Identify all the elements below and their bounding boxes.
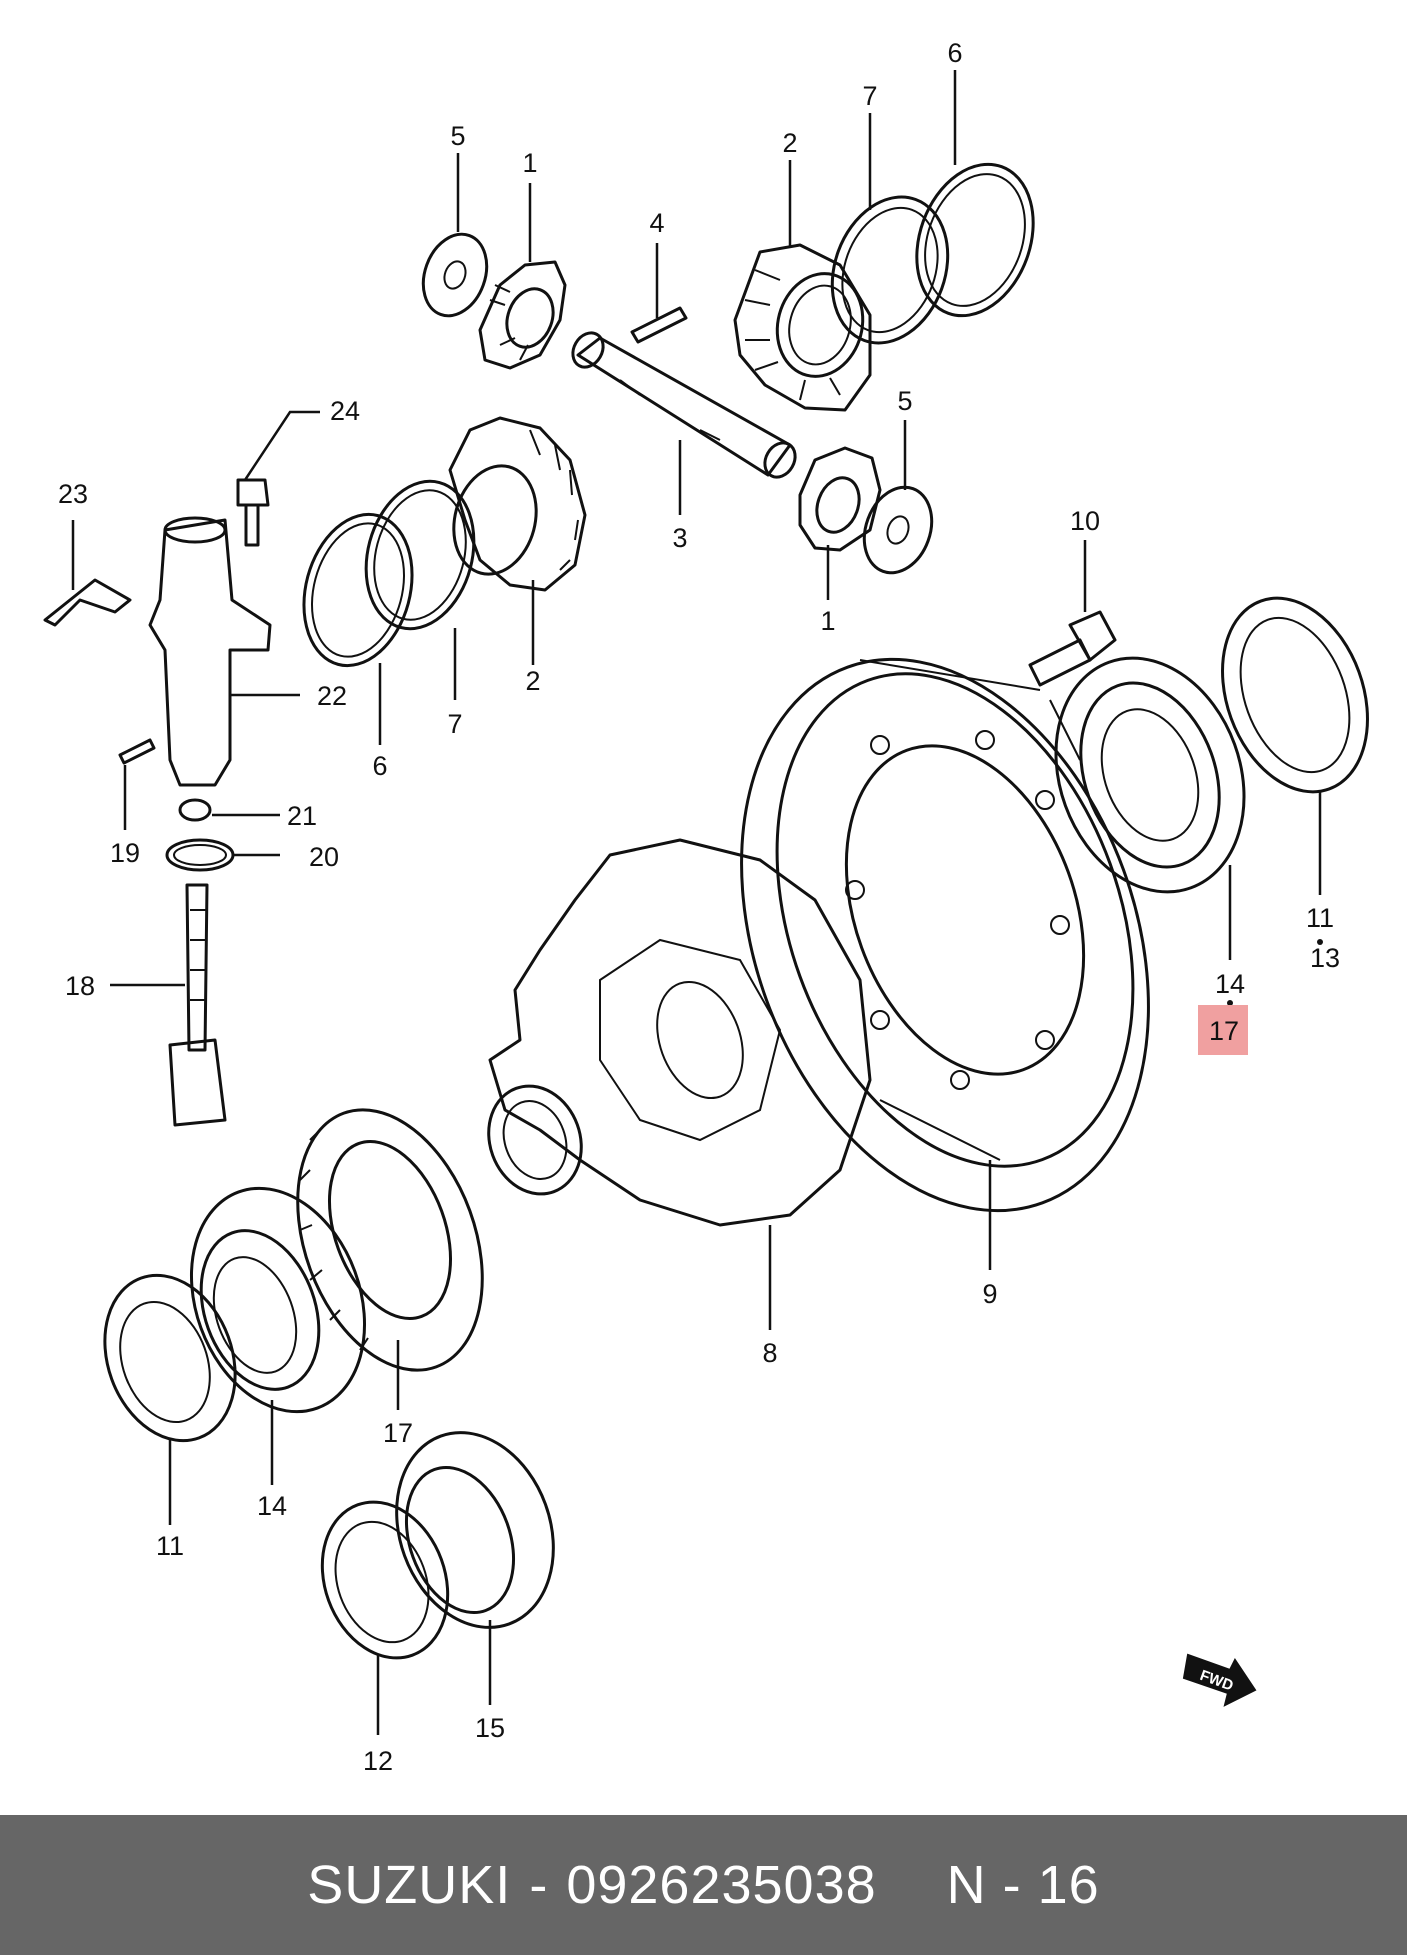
part-24-bolt — [236, 478, 270, 547]
callout-14-left: 14 — [257, 1491, 287, 1521]
callout-4: 4 — [649, 208, 664, 238]
part-9-final-gear — [740, 657, 1150, 1213]
callout-1: 1 — [522, 148, 537, 178]
part-1-pinion-gear — [478, 260, 567, 370]
part-1-pinion-gear-lower — [798, 446, 882, 552]
part-21-seal — [178, 798, 212, 822]
diagram-ref: N - 16 — [946, 1855, 1100, 1915]
part-19-pin — [118, 738, 156, 765]
fwd-arrow-icon: FWD — [1182, 1653, 1257, 1707]
separator: - — [529, 1855, 549, 1915]
callout-11-left: 11 — [156, 1531, 184, 1561]
part-2-side-gear-left — [448, 416, 587, 592]
callout-6-left: 6 — [372, 751, 387, 781]
callout-13: 13 — [1310, 943, 1340, 973]
callout-7-left: 7 — [447, 709, 462, 739]
leader-lines — [71, 70, 1322, 1735]
callout-5-lower: 5 — [897, 386, 912, 416]
callout-1-lower: 1 — [820, 606, 835, 636]
dot-13 — [1317, 939, 1323, 945]
part-10-bolt — [1028, 610, 1117, 687]
part-8-differential-case — [487, 838, 872, 1227]
callout-14-right: 14 — [1215, 969, 1245, 999]
part-17-drive-gear — [296, 1108, 484, 1372]
part-6-shim-left — [302, 512, 414, 668]
part-15-bearing — [395, 1431, 555, 1629]
part-7-washer-left — [364, 479, 476, 631]
dot-16 — [1227, 1000, 1233, 1006]
part-6-shim — [915, 162, 1035, 318]
callout-5: 5 — [450, 121, 465, 151]
part-12-oil-seal — [320, 1500, 450, 1660]
part-14-bearing-right — [1054, 656, 1246, 894]
part-5-thrust-washer-lower — [862, 485, 934, 575]
callout-20: 20 — [309, 842, 339, 872]
part-4-pin — [630, 306, 688, 344]
part-22-speedometer-housing — [148, 516, 272, 787]
callout-2: 2 — [782, 128, 797, 158]
callout-9: 9 — [982, 1279, 997, 1309]
part-23-clip — [43, 578, 132, 627]
callout-3: 3 — [672, 523, 687, 553]
footer-bar: SUZUKI - 0926235038 N - 16 — [0, 1815, 1407, 1955]
callout-22: 22 — [317, 681, 347, 711]
part-5-thrust-washer — [421, 232, 489, 318]
callout-10: 10 — [1070, 506, 1100, 536]
callout-15: 15 — [475, 1713, 505, 1743]
part-14-bearing-left — [189, 1186, 367, 1414]
callout-17: 17 — [383, 1418, 413, 1448]
part-11-oil-seal-right — [1221, 596, 1369, 794]
part-7-washer — [830, 195, 950, 345]
callout-16: 17 — [1209, 1016, 1239, 1046]
part-2-side-gear — [733, 243, 872, 412]
callout-labels: 5 1 4 2 7 6 3 5 1 10 2 7 6 24 23 22 19 2… — [58, 38, 1340, 1776]
callout-6: 6 — [947, 38, 962, 68]
callout-21: 21 — [287, 801, 317, 831]
callout-8: 8 — [762, 1338, 777, 1368]
callout-11-right: 11 — [1306, 903, 1334, 933]
callout-12: 12 — [363, 1746, 393, 1776]
part-20-o-ring — [165, 838, 235, 872]
part-18-driven-gear — [168, 883, 227, 1127]
brand-name: SUZUKI — [307, 1855, 512, 1915]
callout-23: 23 — [58, 479, 88, 509]
highlight-16 — [1198, 1005, 1248, 1055]
part-11-oil-seal-left — [103, 1273, 237, 1443]
callout-24: 24 — [330, 396, 360, 426]
parts-diagram: FWD 5 1 4 — [43, 38, 1369, 1776]
part-3-pinion-shaft — [571, 331, 797, 479]
callout-18: 18 — [65, 971, 95, 1001]
callout-2-left: 2 — [525, 666, 540, 696]
part-number: 0926235038 — [566, 1855, 877, 1915]
callout-7: 7 — [862, 81, 877, 111]
callout-19: 19 — [110, 838, 140, 868]
